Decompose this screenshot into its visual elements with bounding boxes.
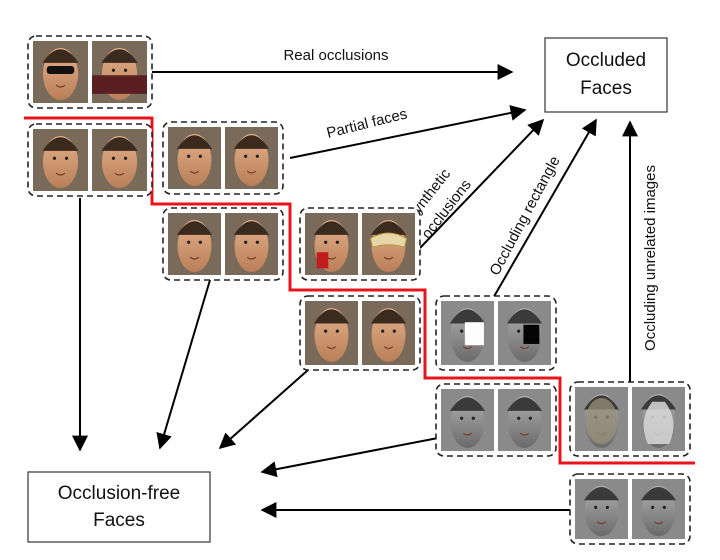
image-pair-box: man facewoman face [27,123,153,197]
occluded-faces-line1: Occluded [566,50,646,71]
face-image: cropped child face [168,127,221,189]
arrow-partial-faces [289,105,527,159]
occlusion-free-line1: Occlusion-free [58,483,181,504]
image-pairs: face with sunglassesface with lower half… [27,35,691,545]
face-image: grayscale man [575,479,628,539]
occlusion-free-box: Occlusion-free Faces [27,471,211,543]
face-image: face with sunglasses [33,41,88,103]
image-pair-box: grayscale young mangrayscale young woman [435,383,557,457]
face-image: face with lower half occluded [92,41,147,103]
label-occluding-unrelated: Occluding unrelated images [642,165,659,351]
image-pair-box: man drinking from mugwoman with carnival… [299,207,421,281]
face-image: asian man face [168,213,221,275]
face-image: face overlaid with animal image [575,387,628,451]
image-pair-box: face with sunglassesface with lower half… [27,35,153,109]
occluded-faces-box: Occluded Faces [544,37,668,113]
image-pair-box: asian man faceasian woman face [162,207,284,281]
occlusion-free-line2: Faces [93,510,145,531]
label-real-occlusions: Real occlusions [283,47,388,64]
image-pair-box: cropped child facecropped woman face [162,121,284,195]
face-image: grayscale face with black square [498,301,551,365]
face-image: man drinking from mug [305,213,358,275]
face-image: woman face [92,129,147,191]
arrow-gray-pair [260,437,439,478]
arrow-synthetic [419,118,545,249]
face-image: grayscale young woman [498,389,551,451]
face-image: man face [33,129,88,191]
face-image: grayscale face with white rectangle [441,301,494,365]
arrow-man-woman-down [218,369,309,450]
occluded-faces-line2: Faces [580,78,632,99]
face-image: woman smiling [362,301,415,365]
image-pair-box: grayscale mangrayscale man [569,473,691,545]
face-image: cropped woman face [225,127,278,189]
face-image: woman with carnival mask [362,213,415,275]
image-pair-box: face overlaid with animal imageface over… [569,381,691,457]
image-pair-box: grayscale face with white rectanglegrays… [435,295,557,371]
image-pair-box: man facewoman smiling [299,295,421,371]
face-image: grayscale man [632,479,685,539]
arrow-occluding-rectangle [491,118,597,301]
arrows [72,64,638,518]
face-image: man face [305,301,358,365]
face-image: asian woman face [225,213,278,275]
face-image: face overlaid with vase image [632,387,685,451]
arrow-asian-down [156,279,211,450]
face-image: grayscale young man [441,389,494,451]
label-occluding-rectangle: Occluding rectangle [486,153,563,278]
